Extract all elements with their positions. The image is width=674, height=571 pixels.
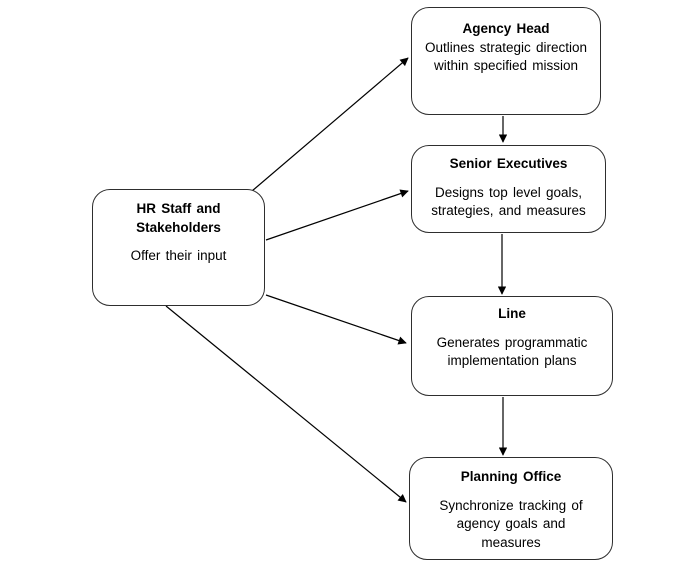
edge-hr-to-planning-office [165, 305, 407, 503]
node-body: Outlines strategic direction within spec… [424, 39, 588, 74]
node-line: Line Generates programmatic implementati… [411, 296, 613, 396]
node-title: HR Staff and Stakeholders [136, 201, 221, 235]
node-title: Line [498, 306, 526, 321]
edge-hr-to-agency-head [251, 57, 409, 192]
node-body: Offer their input [130, 248, 227, 263]
node-title: Senior Executives [449, 156, 568, 171]
node-body: Generates programmatic implementation pl… [436, 334, 588, 369]
edge-hr-to-line [265, 294, 407, 345]
node-body: Designs top level goals, strategies, and… [431, 184, 586, 219]
node-planning-office: Planning Office Synchronize tracking of … [409, 457, 613, 560]
node-title: Agency Head [462, 21, 550, 36]
node-title: Planning Office [460, 469, 562, 484]
node-hr-staff-and-stakeholders: HR Staff and Stakeholders Offer their in… [92, 189, 265, 306]
node-agency-head: Agency Head Outlines strategic direction… [411, 7, 601, 115]
node-senior-executives: Senior Executives Designs top level goal… [411, 145, 606, 233]
edge-hr-to-senior-executives [265, 189, 409, 241]
node-body: Synchronize tracking of agency goals and… [439, 497, 583, 550]
